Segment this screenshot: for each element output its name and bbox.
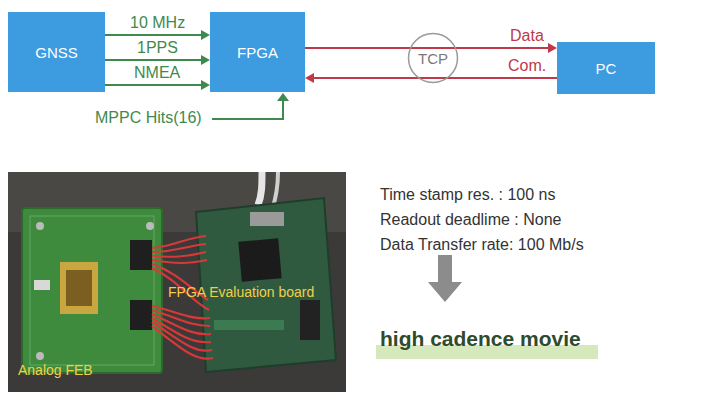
signal-label: 1PPS xyxy=(137,39,178,57)
board-photo xyxy=(8,172,346,392)
signal-arrow xyxy=(105,55,210,65)
signal-wire xyxy=(212,100,283,119)
node-label: TCP xyxy=(418,50,448,67)
fpga-box: FPGA xyxy=(210,12,305,92)
signal-label: 10 MHz xyxy=(130,14,185,32)
node-label: GNSS xyxy=(35,44,78,61)
photo-label: FPGA Evaluation board xyxy=(168,284,314,300)
down-arrow xyxy=(428,255,462,302)
spec-line: Data Transfer rate: 100 Mb/s xyxy=(380,236,584,254)
arrow-head xyxy=(277,93,289,101)
signal-label: Data xyxy=(510,27,544,45)
signal-label: MPPC Hits(16) xyxy=(95,109,202,127)
signal-label: Com. xyxy=(508,57,546,75)
conclusion-text: high cadence movie xyxy=(380,327,581,351)
node-label: FPGA xyxy=(237,44,278,61)
tcp-circle: TCP xyxy=(407,32,459,84)
pc-box: PC xyxy=(557,42,655,94)
node-label: PC xyxy=(596,60,617,77)
spec-line: Time stamp res. : 100 ns xyxy=(380,186,555,204)
spec-line: Readout deadlime : None xyxy=(380,211,561,229)
gnss-box: GNSS xyxy=(8,12,105,92)
signal-arrow xyxy=(305,73,557,83)
signal-label: NMEA xyxy=(134,64,180,82)
signal-arrow xyxy=(105,30,210,40)
photo-label: Analog FEB xyxy=(18,362,93,378)
signal-arrow xyxy=(105,80,210,90)
